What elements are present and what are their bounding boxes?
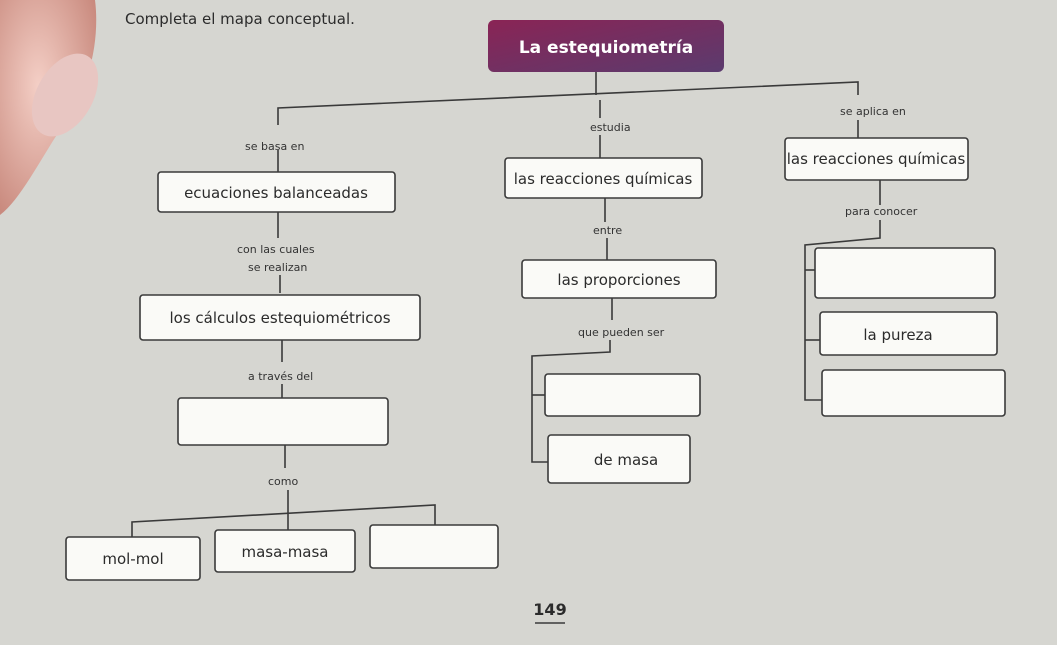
fingernail (31, 53, 99, 137)
root-label: La estequiometría (519, 38, 693, 58)
link-se-aplica-en: se aplica en (840, 105, 906, 118)
blank-box-mid[interactable] (544, 373, 701, 417)
node-de-masa (547, 434, 691, 484)
link-se-basa-en: se basa en (245, 140, 304, 153)
node-pureza (819, 311, 998, 356)
link-estudia: estudia (590, 121, 631, 134)
node-proporciones (521, 259, 717, 299)
node-calculos-label: los cálculos estequiométricos (169, 309, 390, 327)
connector-lines (131, 72, 881, 537)
node-masa-masa (214, 529, 356, 573)
page-number: 149 (533, 600, 566, 619)
link-se-realizan: se realizan (248, 261, 307, 274)
blank-box-right-1[interactable] (814, 247, 996, 299)
node-reacciones-mid-label: las reacciones químicas (514, 170, 693, 188)
node-de-masa-label: de masa (594, 451, 658, 469)
node-ecuaciones-label: ecuaciones balanceadas (184, 184, 368, 202)
link-como: como (268, 475, 298, 488)
instruction-text: Completa el mapa conceptual. (125, 10, 355, 28)
node-reacciones-right-label: las reacciones químicas (787, 150, 966, 168)
node-mol-mol (65, 536, 201, 581)
blank-box-left[interactable] (177, 397, 389, 446)
node-mol-mol-label: mol-mol (102, 550, 163, 568)
node-pureza-label: la pureza (863, 326, 932, 344)
node-reacciones-quimicas-mid (504, 157, 703, 199)
node-masa-masa-label: masa-masa (241, 543, 328, 561)
link-para-conocer: para conocer (845, 205, 918, 218)
link-con-las-cuales: con las cuales (237, 243, 315, 256)
link-entre: entre (593, 224, 622, 237)
node-ecuaciones-balanceadas (157, 171, 396, 213)
root-node (488, 20, 724, 72)
blank-box-bottom[interactable] (369, 524, 499, 569)
node-reacciones-quimicas-right (784, 137, 969, 181)
link-que-pueden-ser: que pueden ser (578, 326, 665, 339)
blank-box-right-2[interactable] (821, 369, 1006, 417)
node-calculos-estequiometricos (139, 294, 421, 341)
node-proporciones-label: las proporciones (557, 271, 680, 289)
link-a-traves-del: a través del (248, 370, 313, 383)
